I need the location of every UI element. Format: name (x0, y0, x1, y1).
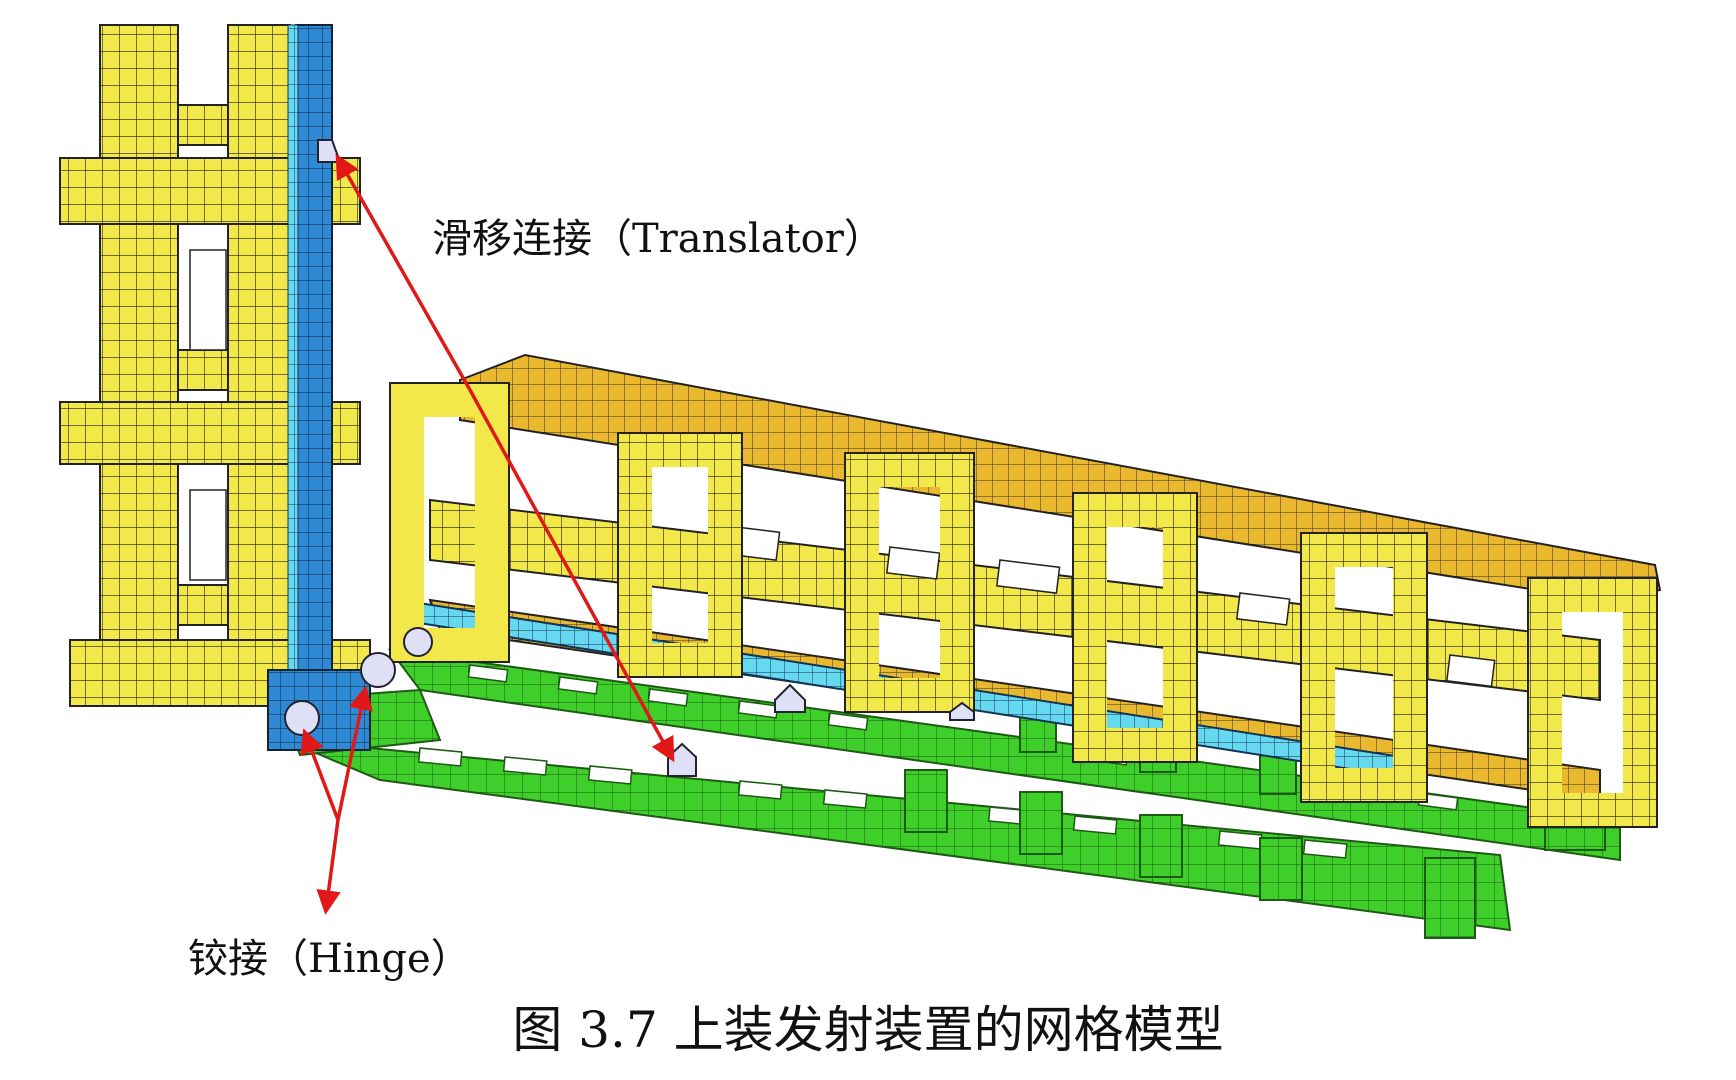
translator-arrow-top (335, 153, 472, 391)
translator-arrow-bottom (468, 389, 675, 763)
figure-caption: 图 3.7 上装发射装置的网格模型 (512, 1001, 1224, 1059)
hinge-arrow-right (336, 685, 374, 821)
hinge-arrow-left (300, 728, 340, 821)
hinge-arrow-down (316, 819, 341, 915)
hinge-label: 铰接（Hinge） (188, 936, 471, 982)
tower (59, 24, 697, 777)
annotation-arrows (300, 153, 675, 915)
translator-label: 滑移连接（Translator） (432, 216, 884, 262)
launch-frame (389, 353, 1662, 828)
